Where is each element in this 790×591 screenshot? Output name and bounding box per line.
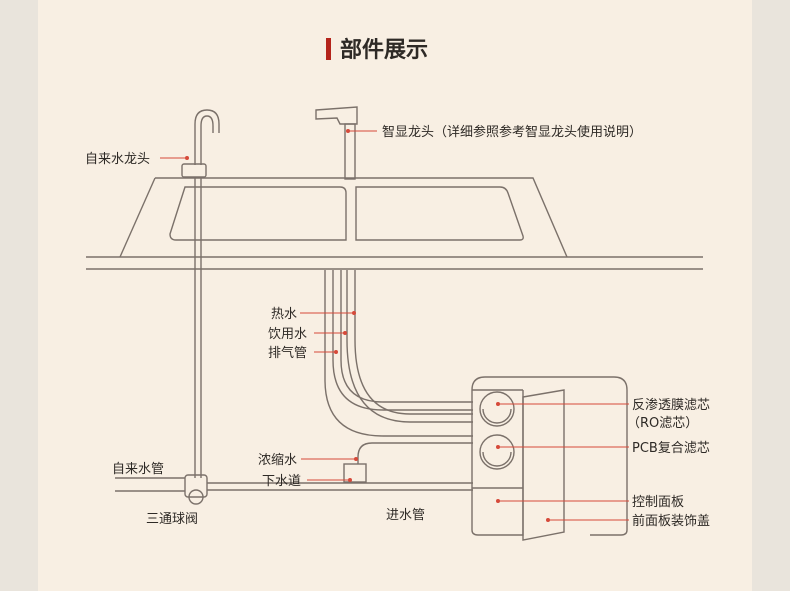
pcb-filter-cap <box>479 434 515 470</box>
smart-faucet-spout <box>315 106 358 125</box>
label-front-cover: 前面板装饰盖 <box>632 513 710 529</box>
three-way-valve <box>184 474 208 505</box>
valve-knob <box>188 489 204 505</box>
unit-back <box>471 376 628 536</box>
dot-smart-faucet <box>346 129 350 133</box>
sink <box>119 177 568 258</box>
drinking-pipe-inner <box>354 270 473 415</box>
leader-lines <box>160 130 629 521</box>
front-cover <box>522 389 565 541</box>
drain-assembly <box>343 442 473 483</box>
tap-water-horizontal-pipe <box>115 477 185 492</box>
dot-exhaust <box>334 350 338 354</box>
valve-body <box>184 474 208 498</box>
label-hot-water: 热水 <box>271 307 297 322</box>
dot-ro-filter <box>496 402 500 406</box>
ro-filter-cap-arc <box>482 408 512 424</box>
dot-tap-faucet <box>185 156 189 160</box>
tap-faucet <box>181 109 220 178</box>
label-drain: 下水道 <box>262 474 301 489</box>
label-concentrate: 浓缩水 <box>258 452 297 468</box>
dot-front-cover <box>546 518 550 522</box>
tap-faucet-base <box>181 163 207 178</box>
sink-rim-left <box>119 177 156 258</box>
pcb-filter-cap-arc <box>482 451 512 467</box>
label-exhaust-pipe: 排气管 <box>268 345 307 361</box>
label-inlet-pipe: 进水管 <box>386 508 425 523</box>
dot-hot-water <box>352 311 356 315</box>
hot-pipe <box>324 270 473 437</box>
sink-rim-back <box>155 177 568 258</box>
sink-left-basin <box>169 186 347 241</box>
concentrate-pipe <box>357 442 473 464</box>
drain-fitting <box>343 463 367 483</box>
ro-filter-cap <box>479 391 515 427</box>
dot-control-panel <box>496 499 500 503</box>
content-panel <box>38 0 752 591</box>
label-smart-faucet: 智显龙头（详细参照参考智显龙头使用说明） <box>382 124 642 140</box>
tap-faucet-neck <box>194 109 220 165</box>
inlet-pipe <box>207 482 473 491</box>
tap-faucet-neck-inner <box>200 115 214 165</box>
dot-concentrate <box>354 457 358 461</box>
drinking-pipe-outer <box>346 270 473 423</box>
faucet-pipes <box>324 270 473 437</box>
tap-water-vertical-pipe <box>194 178 202 478</box>
dot-drinking-water <box>343 331 347 335</box>
label-pcb-filter: PCB复合滤芯 <box>632 441 710 456</box>
title-accent-bar <box>326 38 331 60</box>
page-title: 部件展示 <box>340 37 428 63</box>
exhaust-pipe-inner <box>340 270 473 403</box>
smart-faucet-body <box>344 123 356 180</box>
label-control-panel: 控制面板 <box>632 495 684 510</box>
label-tap-faucet: 自来水龙头 <box>85 152 150 167</box>
leader-dots <box>185 129 550 522</box>
dot-drain <box>348 478 352 482</box>
purifier-unit <box>471 376 628 541</box>
exhaust-pipe-outer <box>332 270 473 411</box>
label-tap-pipe: 自来水管 <box>112 462 164 477</box>
unit-side <box>471 390 524 536</box>
label-drinking-water: 饮用水 <box>268 327 307 342</box>
label-ro-filter-sub: （RO滤芯） <box>627 416 698 431</box>
label-three-way-valve: 三通球阀 <box>146 512 198 527</box>
sink-right-basin <box>355 186 524 241</box>
dot-pcb-filter <box>496 445 500 449</box>
smart-faucet <box>315 106 358 180</box>
label-ro-filter: 反渗透膜滤芯 <box>632 398 710 413</box>
